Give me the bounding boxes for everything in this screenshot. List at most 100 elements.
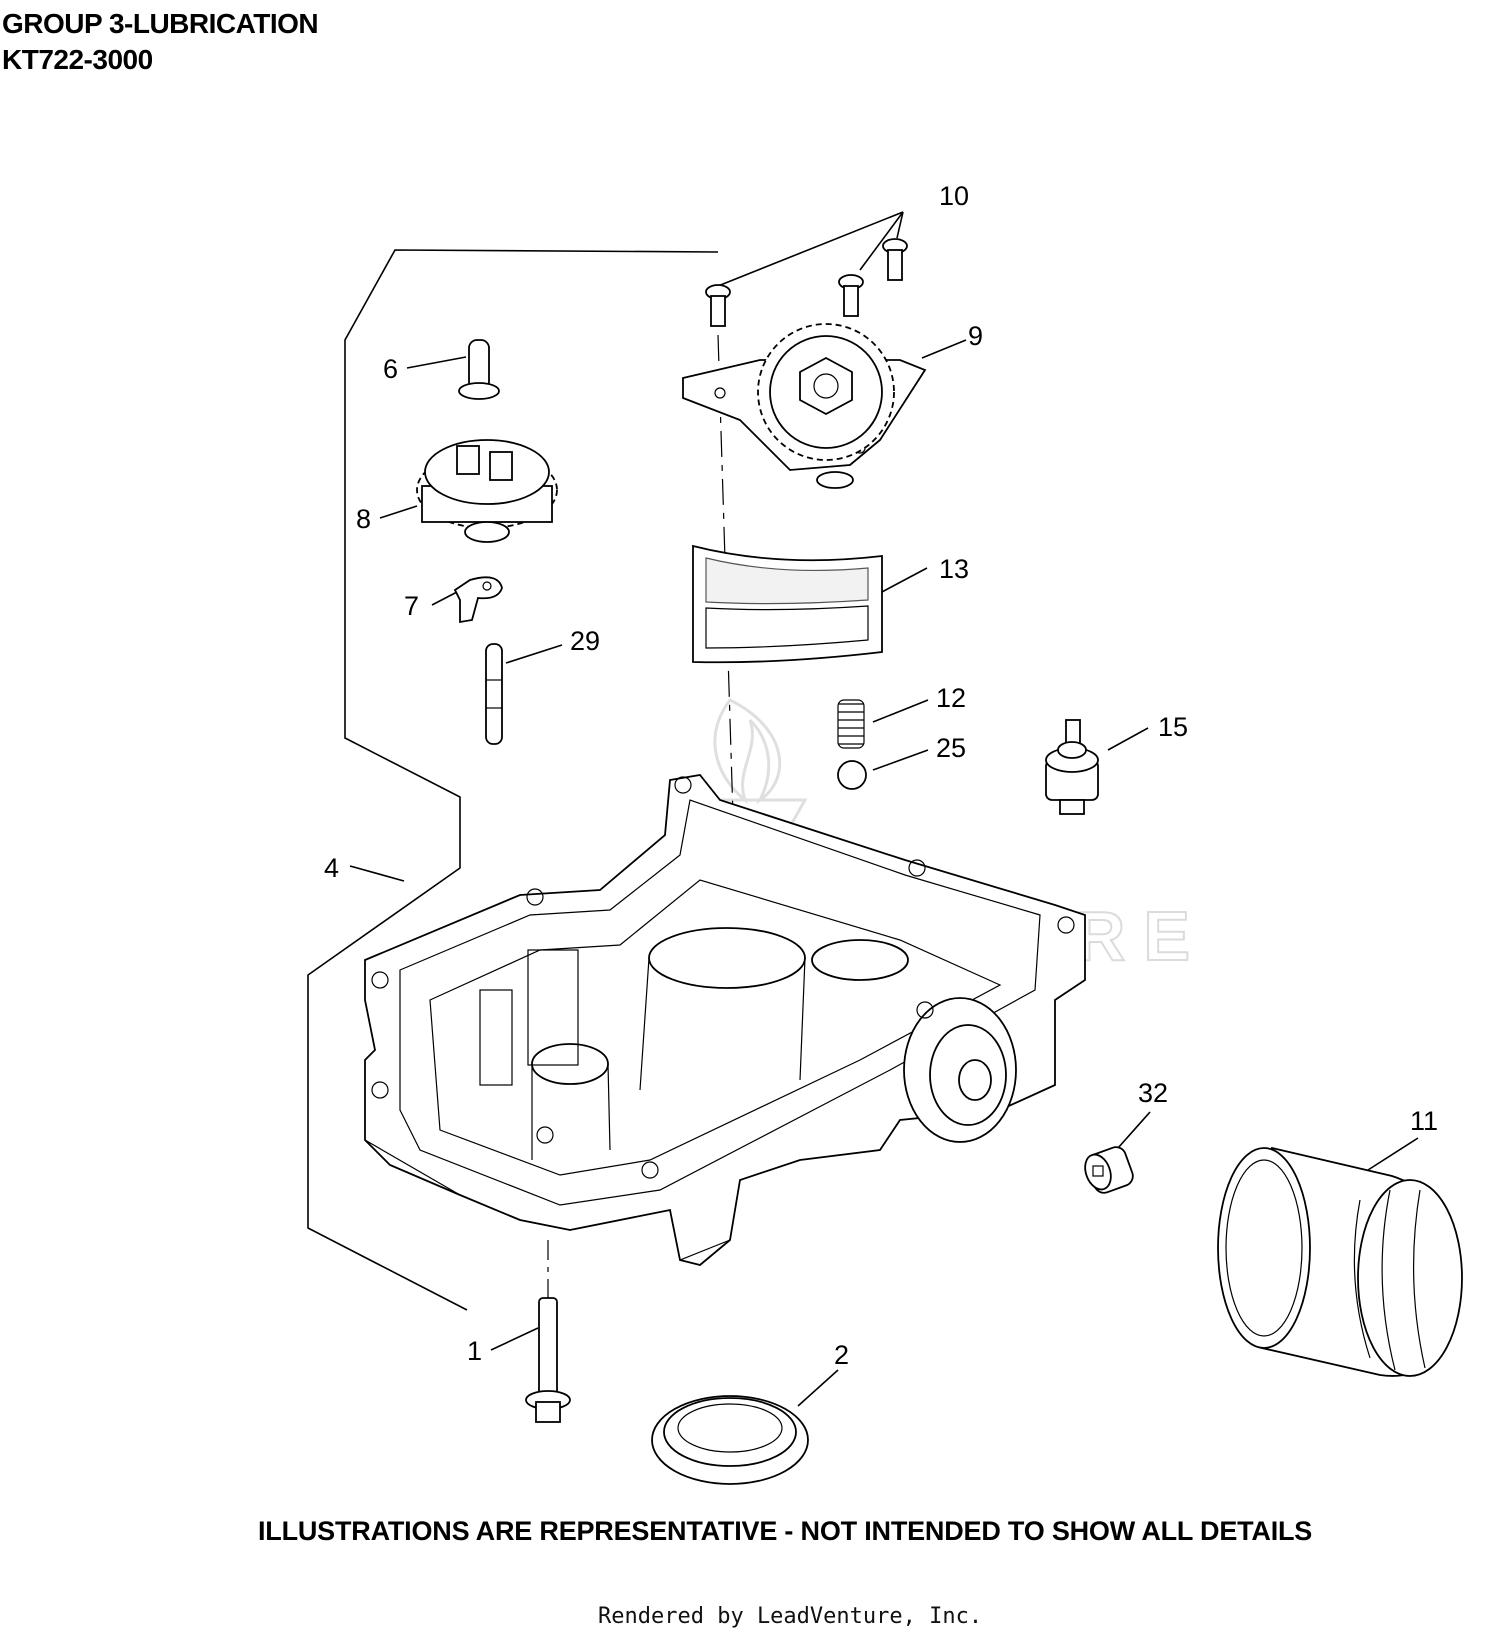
leader-25 — [872, 749, 929, 771]
oil-pan-base-edge — [364, 1139, 731, 1261]
bolt-1-shank — [538, 1297, 558, 1399]
plug-32-hex-socket — [1092, 1165, 1104, 1177]
pump-gear-hex — [799, 356, 853, 416]
screw-10-b-shank — [843, 285, 859, 317]
callout-25: 25 — [936, 733, 966, 763]
callout-9: 9 — [968, 321, 983, 351]
callout-10: 10 — [939, 181, 969, 211]
pump-shaft-end — [816, 471, 854, 489]
leader-1 — [490, 1327, 539, 1351]
leader-2 — [797, 1369, 839, 1407]
callout-8: 8 — [356, 504, 371, 534]
spring-12-coils — [838, 703, 864, 745]
oil-pan-rib — [527, 949, 579, 1066]
gear-8-hub — [464, 521, 510, 543]
part-25-ball — [837, 749, 929, 790]
clip-7 — [453, 576, 503, 624]
part-29-shaft — [485, 643, 563, 745]
clip-7-hole — [482, 581, 492, 591]
group-title: GROUP 3-LUBRICATION — [2, 8, 319, 39]
filter-gasket-end — [1217, 1147, 1311, 1349]
rendered-by-credit: Rendered by LeadVenture, Inc. — [598, 1604, 983, 1629]
pin-6-flange — [458, 382, 500, 400]
bolt-1-head — [535, 1401, 561, 1423]
model-number: KT722-3000 — [2, 44, 153, 75]
part-13-screen — [692, 544, 928, 664]
disclaimer-text: ILLUSTRATIONS ARE REPRESENTATIVE - NOT I… — [258, 1516, 1313, 1546]
oil-pan-shaft-boss — [531, 1043, 609, 1085]
callout-4: 4 — [324, 853, 339, 883]
oil-pan-bolt-hole-6 — [1057, 916, 1075, 934]
part-10-screws — [705, 211, 908, 327]
leader-12 — [872, 699, 929, 723]
part-7-clip — [431, 576, 503, 624]
leader-10-a — [707, 211, 904, 291]
filter-cap-end — [1357, 1179, 1463, 1377]
gear-8-lobe-b — [489, 451, 513, 481]
gear-8-top — [424, 439, 550, 505]
oil-pan-bolt-hole-8 — [641, 1161, 659, 1179]
filter-gasket — [1225, 1159, 1303, 1337]
screen-mesh-upper — [705, 557, 869, 605]
part-15-pressure-switch — [1045, 719, 1149, 815]
callout-2: 2 — [834, 1340, 849, 1370]
oil-pan-rib-2 — [479, 989, 513, 1086]
oil-pan-bolt-hole-9 — [536, 1126, 554, 1144]
part-6-pin — [406, 339, 500, 400]
callout-32: 32 — [1138, 1078, 1168, 1108]
leader-7 — [431, 591, 458, 606]
leader-9 — [921, 339, 967, 359]
filter-cap-ridges — [1353, 1189, 1426, 1371]
part-32-plug — [1084, 1111, 1151, 1194]
part-1-bolt — [490, 1297, 571, 1423]
screw-10-a-shank — [710, 295, 726, 327]
leader-4 — [349, 865, 405, 882]
spring-12-body — [837, 699, 865, 749]
group-bracket-line — [307, 249, 719, 1311]
alignment-line-pump — [717, 334, 736, 881]
leader-6 — [406, 356, 467, 369]
seal-ring — [663, 1397, 797, 1467]
screw-10-c-shank — [887, 249, 903, 281]
oil-pan-filter-nipple — [958, 1059, 992, 1101]
seal-inner — [677, 1403, 783, 1453]
callout-12: 12 — [936, 683, 966, 713]
shaft-29 — [485, 643, 503, 745]
leader-13 — [879, 567, 928, 594]
switch-thread — [1059, 799, 1085, 815]
oil-pan-pump-bore — [811, 939, 909, 981]
oil-pan-bolt-hole-4 — [674, 776, 692, 794]
part-4-oil-pan — [349, 774, 1086, 1266]
part-2-oil-seal — [651, 1369, 839, 1485]
callout-7: 7 — [404, 591, 419, 621]
oil-pan-bolt-hole-1 — [371, 971, 389, 989]
gear-8-lobe-a — [456, 445, 480, 475]
callout-13: 13 — [939, 554, 969, 584]
pump-plate-hole — [714, 387, 726, 399]
leader-8 — [379, 505, 418, 519]
oil-pan-bolt-hole-5 — [908, 859, 926, 877]
oil-pan-inner-wall — [429, 879, 1002, 1176]
part-8-gear — [379, 439, 558, 543]
callout-1: 1 — [467, 1336, 482, 1366]
oil-pan-bearing-boss — [648, 927, 806, 989]
leader-10-c — [896, 211, 904, 239]
leader-15 — [1107, 727, 1149, 751]
part-12-spring — [837, 699, 929, 749]
leader-11 — [1367, 1137, 1419, 1171]
oil-pan-boss-walls — [639, 957, 806, 1091]
leader-10-b — [859, 211, 904, 271]
oil-pan-bolt-hole-3 — [526, 888, 544, 906]
pump-gear-bore — [813, 373, 839, 399]
callout-11: 11 — [1410, 1106, 1438, 1136]
plug-32-face — [1084, 1153, 1112, 1191]
ball-25 — [837, 760, 867, 790]
oil-pan-bolt-hole-2 — [371, 1081, 389, 1099]
callout-15: 15 — [1158, 712, 1188, 742]
oil-pan-shaft-walls — [531, 1063, 611, 1160]
part-9-oil-pump — [682, 323, 967, 489]
callout-29: 29 — [570, 626, 600, 656]
leader-29 — [505, 644, 563, 664]
